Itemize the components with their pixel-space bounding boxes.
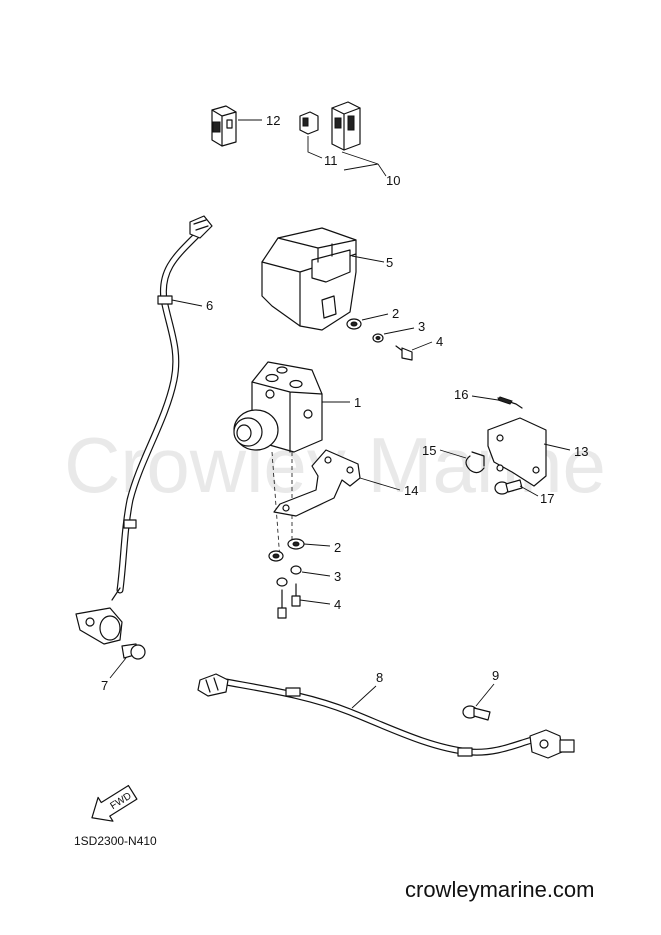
rear-sensor-lead-part-8[interactable] [197, 673, 544, 757]
leader-4-lower [299, 599, 331, 605]
leader-10 [341, 151, 387, 177]
leader-11 [307, 136, 323, 159]
collar-part-3-lower[interactable] [276, 565, 302, 587]
leader-13 [543, 443, 571, 451]
callout-3-upper: 3 [418, 319, 425, 334]
grommet-part-2-upper[interactable] [346, 318, 362, 330]
leader-8 [351, 685, 377, 709]
cable-tie-part-16[interactable] [497, 396, 523, 409]
bolt-part-7[interactable] [121, 643, 146, 660]
leader-3-upper [383, 327, 415, 335]
leader-17 [519, 485, 539, 497]
callout-9: 9 [492, 668, 499, 683]
abs-cover-part-5[interactable] [261, 227, 357, 331]
callout-10: 10 [386, 173, 400, 188]
leader-14 [359, 477, 401, 491]
callout-11: 11 [324, 153, 338, 168]
callout-4-upper: 4 [436, 334, 443, 349]
callout-8: 8 [376, 670, 383, 685]
leader-2-lower [303, 543, 331, 547]
leader-4-upper [411, 341, 433, 351]
leader-9 [475, 683, 495, 707]
callout-17: 17 [540, 491, 554, 506]
bolt-part-4-lower[interactable] [277, 583, 301, 619]
callout-2-lower: 2 [334, 540, 341, 555]
callout-2-upper: 2 [392, 306, 399, 321]
leader-15 [439, 449, 467, 459]
callout-3-lower: 3 [334, 569, 341, 584]
front-sensor-head[interactable] [75, 587, 123, 645]
leader-16 [471, 395, 499, 401]
leader-2-upper [361, 313, 389, 321]
callout-7: 7 [101, 678, 108, 693]
leader-5 [351, 255, 385, 263]
callout-15: 15 [422, 443, 436, 458]
front-sensor-lead-part-6[interactable] [116, 215, 213, 594]
callout-14: 14 [404, 483, 418, 498]
diagram-code: 1SD2300-N410 [74, 834, 157, 848]
screw-part-17[interactable] [494, 479, 523, 495]
relay-socket-part-10[interactable] [331, 101, 361, 151]
callout-16: 16 [454, 387, 468, 402]
fwd-direction-arrow: FWD [91, 784, 138, 822]
rear-sensor-head[interactable] [529, 729, 575, 759]
bolt-part-4-upper[interactable] [395, 345, 413, 361]
relay-part-12[interactable] [211, 105, 237, 147]
clip-part-15[interactable] [465, 451, 485, 474]
sensor-bracket-part-13[interactable] [487, 417, 547, 487]
hydraulic-unit-part-1[interactable] [233, 361, 323, 453]
leader-6 [171, 299, 203, 307]
connector-part-11[interactable] [299, 111, 319, 135]
callout-13: 13 [574, 444, 588, 459]
callout-1: 1 [354, 395, 361, 410]
site-url-link[interactable]: crowleymarine.com [405, 877, 595, 902]
leader-3-lower [301, 571, 331, 577]
callout-12: 12 [266, 113, 280, 128]
callout-5: 5 [386, 255, 393, 270]
leader-7 [109, 657, 127, 679]
grommet-part-2-lower[interactable] [268, 538, 305, 562]
collar-part-3-upper[interactable] [372, 333, 384, 343]
bolt-part-9[interactable] [462, 705, 491, 721]
bracket-part-14[interactable] [273, 449, 361, 517]
callout-6: 6 [206, 298, 213, 313]
callout-4-lower: 4 [334, 597, 341, 612]
